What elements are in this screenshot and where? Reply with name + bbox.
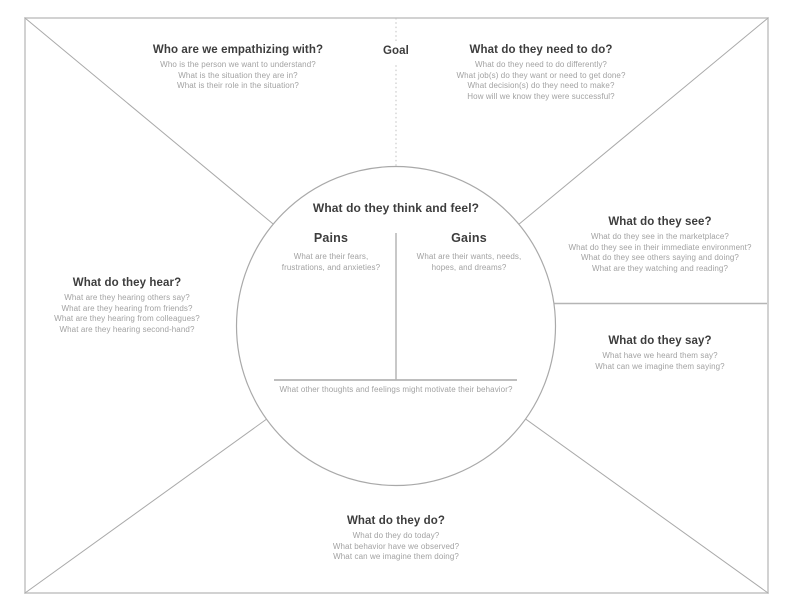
question-line: What behavior have we observed? (332, 541, 460, 551)
question-line: What decision(s) do they need to make? (467, 81, 615, 91)
question-line: What are they hearing from colleagues? (54, 314, 200, 324)
question-line: What can we imagine them saying? (595, 361, 725, 371)
question-line: What do they see in their immediate envi… (568, 242, 752, 252)
question-line: frustrations, and anxieties? (281, 262, 381, 272)
question-line: What is the situation they are in? (178, 70, 298, 80)
section-goal: Goal (366, 42, 426, 63)
gains-title: Gains (451, 231, 487, 245)
pains-area: Pains What are their fears, frustrations… (251, 231, 411, 273)
pains-title: Pains (313, 231, 349, 245)
question-line: What are they hearing from friends? (61, 303, 193, 313)
question-line: What are they hearing second-hand? (59, 325, 195, 335)
question-line: What do they see in the marketplace? (591, 232, 729, 241)
gains-area: Gains What are their wants, needs, hopes… (389, 231, 549, 273)
question-line: What do they do today? (352, 531, 440, 540)
section-see: What do they see? What do they see in th… (545, 215, 775, 275)
question-line: What is their role in the situation? (177, 81, 299, 91)
section-need-to-do: What do they need to do? What do they ne… (400, 43, 682, 103)
section-title: What do they think and feel? (312, 201, 480, 215)
question-line: What job(s) do they want or need to get … (456, 70, 626, 80)
section-think-feel: What do they think and feel? (246, 201, 546, 218)
section-title: What do they say? (608, 335, 712, 347)
section-empathizing: Who are we empathizing with? Who is the … (88, 43, 388, 92)
question-line: What are they hearing others say? (64, 293, 190, 302)
section-title: What do they hear? (72, 277, 182, 289)
question-line: How will we know they were successful? (467, 92, 615, 102)
section-hear: What do they hear? What are they hearing… (17, 276, 237, 336)
section-say: What do they say? What have we heard the… (545, 334, 775, 372)
section-do: What do they do? What do they do today? … (246, 514, 546, 563)
section-title: What do they do? (346, 515, 446, 527)
goal-label: Goal (383, 45, 409, 57)
question-line: What are their wants, needs, (416, 252, 522, 261)
section-title: What do they need to do? (469, 44, 613, 56)
question-line: What are their fears, (293, 252, 369, 261)
section-title: What do they see? (608, 216, 712, 228)
footer-question: What other thoughts and feelings might m… (279, 385, 513, 394)
question-line: Who is the person we want to understand? (160, 60, 316, 69)
question-line: hopes, and dreams? (431, 262, 507, 272)
question-line: What do they need to do differently? (475, 60, 607, 69)
question-line: What do they see others saying and doing… (581, 253, 739, 263)
question-line: What can we imagine them doing? (333, 552, 459, 562)
question-line: What are they watching and reading? (591, 264, 729, 274)
question-line: What have we heard them say? (602, 351, 718, 360)
circle-footer: What other thoughts and feelings might m… (196, 385, 596, 396)
section-title: Who are we empathizing with? (152, 44, 324, 56)
